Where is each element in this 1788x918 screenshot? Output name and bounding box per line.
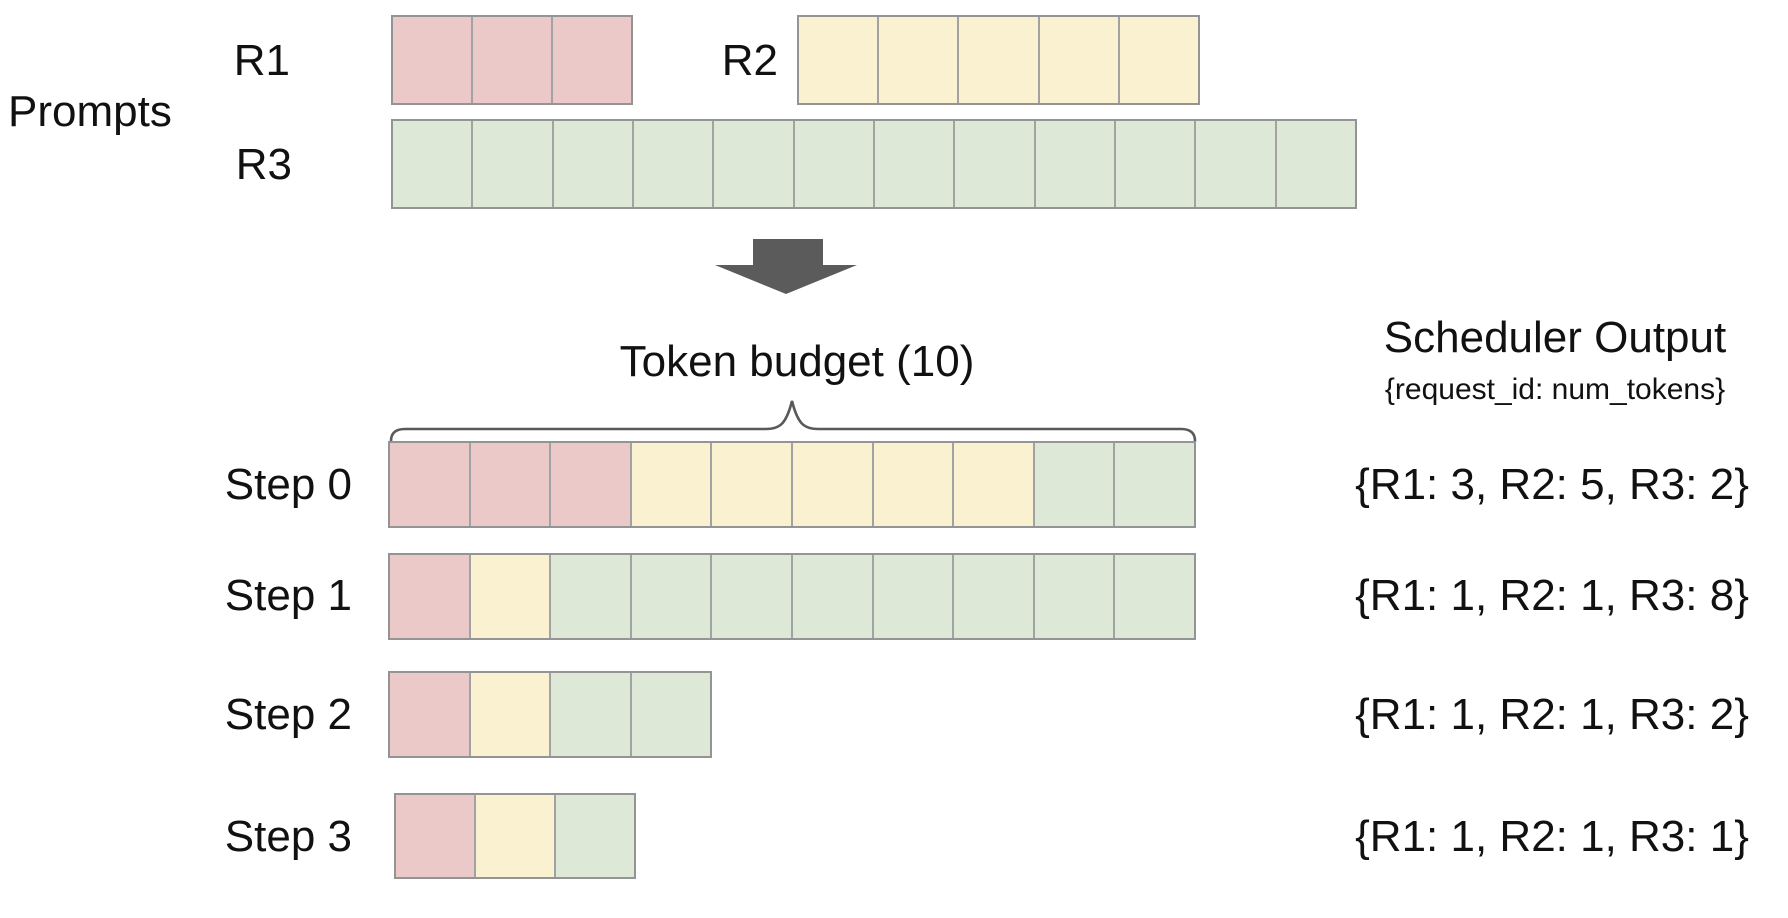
token-cell-green [631,673,710,756]
token-cell-yellow [476,795,556,877]
token-cell-green [556,795,634,877]
token-cell-yellow [799,17,880,103]
request-r1-label: R1 [233,35,290,85]
token-cell-pink [390,673,471,756]
token-cell-pink [393,17,473,103]
token-cell-pink [470,443,552,526]
step-2-label: Step 2 [224,689,352,739]
scheduler-output-subtitle: {request_id: num_tokens} [1384,373,1726,406]
token-cell-green [1035,121,1116,207]
token-budget-label: Token budget (10) [619,336,975,386]
token-cell-green [714,121,795,207]
token-cell-green [792,555,874,638]
token-cell-pink [551,443,632,526]
token-cell-green [1034,555,1116,638]
token-cell-yellow [631,443,713,526]
token-cell-yellow [1039,17,1120,103]
step-0-label: Step 0 [224,459,352,509]
token-cell-pink [390,555,471,638]
token-cell-green [553,121,634,207]
token-cell-yellow [873,443,955,526]
step-0-scheduler-output: {R1: 3, R2: 5, R3: 2} [1355,460,1749,509]
prompts-section-label: Prompts [8,86,172,136]
token-cell-green [473,121,554,207]
token-cell-yellow [470,673,551,756]
down-arrow-stem [753,239,823,266]
token-cell-yellow [1119,17,1199,103]
token-cell-yellow [712,443,793,526]
token-cell-green [794,121,875,207]
token-cell-green [551,555,632,638]
request-r3-label: R3 [235,139,292,189]
token-cell-green [1115,121,1197,207]
step-3-token-row [394,793,636,879]
step-3-label: Step 3 [224,811,352,861]
token-cell-green [551,673,632,756]
token-cell-yellow [879,17,960,103]
token-cell-green [631,555,713,638]
step-2-token-row [388,671,712,758]
step-0-token-row [388,441,1196,528]
token-cell-green [874,121,956,207]
step-1-scheduler-output: {R1: 1, R2: 1, R3: 8} [1355,571,1749,620]
step-1-label: Step 1 [224,570,352,620]
token-cell-green [1115,443,1194,526]
request-r2-token-row [797,15,1200,105]
request-r1-token-row [391,15,633,105]
step-3-scheduler-output: {R1: 1, R2: 1, R3: 1} [1355,812,1749,861]
request-r3-token-row [391,119,1357,209]
token-cell-green [712,555,793,638]
token-cell-pink [396,795,476,877]
token-cell-green [873,555,955,638]
token-cell-green [1276,121,1355,207]
token-cell-green [393,121,474,207]
request-r2-label: R2 [721,35,778,85]
token-cell-pink [473,17,553,103]
token-budget-brace [389,400,1197,443]
down-arrow-icon [715,239,857,294]
token-cell-green [955,121,1036,207]
down-arrow-head [715,265,857,294]
token-cell-yellow [470,555,552,638]
step-1-token-row [388,553,1196,640]
token-cell-green [633,121,715,207]
token-cell-green [1196,121,1277,207]
token-cell-green [1115,555,1194,638]
token-cell-yellow [792,443,874,526]
token-cell-yellow [959,17,1040,103]
scheduler-output-title: Scheduler Output [1383,313,1727,362]
token-cell-pink [390,443,471,526]
token-cell-green [954,555,1035,638]
token-cell-yellow [954,443,1035,526]
token-cell-pink [553,17,631,103]
token-cell-green [1034,443,1116,526]
step-2-scheduler-output: {R1: 1, R2: 1, R3: 2} [1355,690,1749,739]
